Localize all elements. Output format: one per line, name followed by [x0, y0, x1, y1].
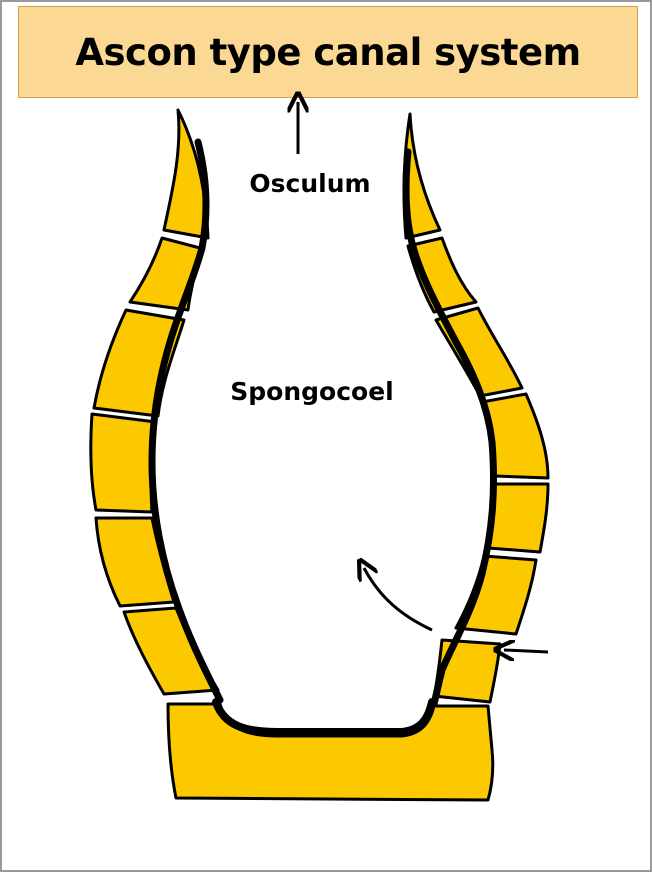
left-wall-tip: [162, 108, 210, 240]
water-inflow-arrow-icon: [504, 650, 549, 652]
left-inner-lining: [148, 138, 224, 704]
base-inner-edge: [212, 698, 436, 736]
left-wall-cell: [128, 236, 202, 312]
osculum-label: Osculum: [249, 169, 370, 198]
spongocoel-label: Spongocoel: [230, 377, 393, 406]
left-wall-cell: [92, 308, 186, 418]
left-wall-cell: [89, 412, 158, 514]
title-banner: Ascon type canal system: [18, 6, 638, 98]
sponge-base: [166, 702, 495, 802]
water-flow-curved-arrow-icon: [364, 568, 433, 632]
right-body-wall: [402, 112, 550, 704]
left-wall-cell: [122, 606, 220, 696]
right-wall-cell: [434, 306, 524, 398]
right-wall-cell: [486, 482, 550, 554]
right-inner-lining: [402, 148, 498, 708]
diagram-title: Ascon type canal system: [75, 30, 581, 74]
right-wall-cell: [406, 236, 478, 314]
